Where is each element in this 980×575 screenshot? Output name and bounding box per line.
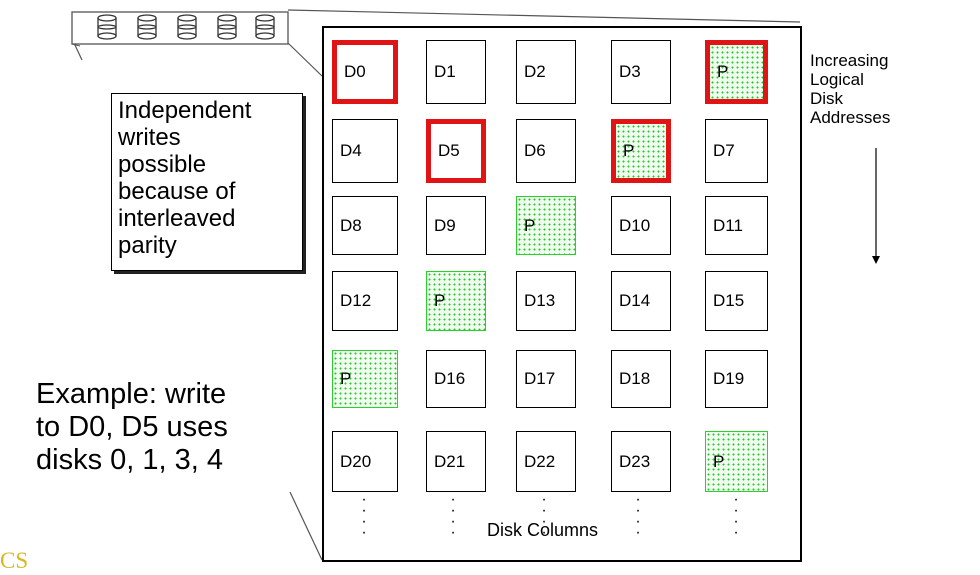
block-label: D7 (713, 141, 735, 160)
ellipsis-col-3: · · · · (635, 491, 641, 541)
data-block-r3-c0: D12 (332, 271, 398, 331)
data-block-r5-c1: D21 (426, 431, 486, 492)
block-label: P (434, 291, 446, 310)
ellipsis-col-0: · · · · (361, 491, 367, 541)
data-block-r1-c1: D5 (426, 119, 486, 183)
block-label: D17 (524, 369, 556, 388)
parity-block-r4-c0: P (332, 350, 398, 408)
data-block-r2-c3: D10 (611, 196, 671, 255)
block-label: D5 (438, 141, 460, 160)
data-block-r4-c2: D17 (516, 350, 576, 408)
columns-label: Disk Columns (487, 520, 599, 540)
data-block-r1-c2: D6 (516, 119, 576, 183)
block-label: P (623, 141, 635, 160)
ellipsis-col-2: · · · · (541, 491, 547, 541)
block-label: D9 (434, 215, 456, 235)
parity-block-r5-c4: P (705, 431, 768, 492)
block-label: D0 (344, 62, 366, 81)
block-label: D1 (434, 62, 456, 81)
data-block-r2-c0: D8 (332, 196, 398, 255)
block-label: D11 (713, 215, 743, 235)
block-label: D10 (619, 215, 651, 235)
block-label: D2 (524, 62, 546, 81)
data-block-r0-c3: D3 (611, 40, 671, 104)
data-block-r3-c4: D15 (705, 271, 768, 331)
block-label: P (340, 369, 352, 388)
example-text: Example: write to D0, D5 uses disks 0, 1… (36, 378, 228, 476)
block-label: D18 (619, 369, 651, 388)
block-label: D13 (524, 291, 556, 310)
block-label: D6 (524, 141, 546, 160)
data-block-r4-c3: D18 (611, 350, 671, 408)
data-block-r3-c2: D13 (516, 271, 576, 331)
ellipsis-col-4: · · · · (733, 491, 739, 541)
address-label: Increasing Logical Disk Addresses (810, 51, 891, 127)
data-block-r4-c4: D19 (705, 350, 768, 408)
data-block-r0-c1: D1 (426, 40, 486, 104)
block-label: P (713, 451, 725, 471)
block-label: D20 (340, 451, 372, 471)
block-label: D21 (434, 451, 466, 471)
data-block-r3-c3: D14 (611, 271, 671, 331)
block-label: D16 (434, 369, 466, 388)
block-label: D23 (619, 451, 651, 471)
data-block-r2-c1: D9 (426, 196, 486, 255)
data-block-r0-c0: D0 (332, 40, 398, 104)
callout-box: Independent writes possible because of i… (111, 93, 303, 271)
data-block-r2-c4: D11 (705, 196, 768, 255)
block-label: D12 (340, 291, 372, 310)
data-block-r1-c0: D4 (332, 119, 398, 183)
block-label: D3 (619, 62, 641, 81)
block-label: D19 (713, 369, 745, 388)
data-block-r5-c0: D20 (332, 431, 398, 492)
parity-block-r3-c1: P (426, 271, 486, 331)
disk-array-icon (71, 11, 289, 47)
data-block-r5-c2: D22 (516, 431, 576, 492)
data-block-r4-c1: D16 (426, 350, 486, 408)
block-label: D14 (619, 291, 651, 310)
parity-block-r0-c4: P (705, 40, 768, 104)
ellipsis-col-1: · · · · (450, 491, 456, 541)
block-label: P (524, 215, 536, 235)
block-label: P (717, 62, 729, 81)
raid-layout-frame (322, 26, 802, 562)
parity-block-r1-c3: P (611, 119, 671, 183)
data-block-r0-c2: D2 (516, 40, 576, 104)
data-block-r1-c4: D7 (705, 119, 768, 183)
parity-block-r2-c2: P (516, 196, 576, 255)
brand-logo: CS (0, 548, 29, 573)
block-label: D22 (524, 451, 556, 471)
block-label: D4 (340, 141, 362, 160)
block-label: D8 (340, 215, 362, 235)
data-block-r5-c3: D23 (611, 431, 671, 492)
block-label: D15 (713, 291, 745, 310)
